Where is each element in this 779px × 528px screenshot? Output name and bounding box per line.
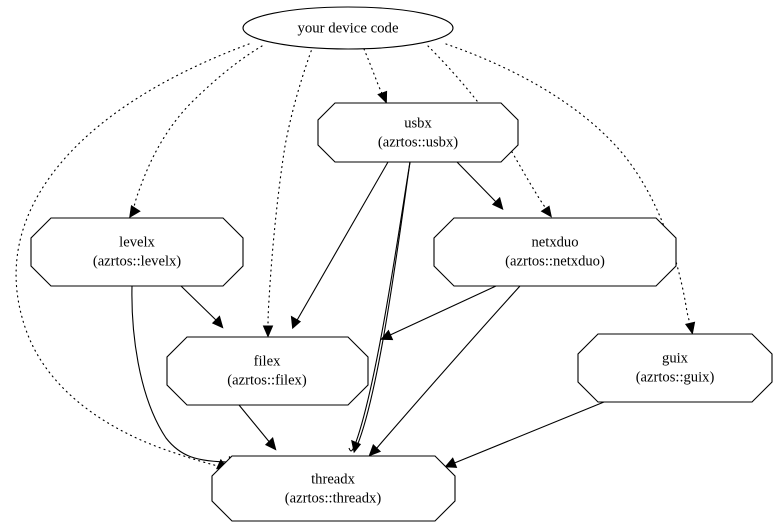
node-netxduo-label: netxduo [531,234,578,250]
edge-device-to-netxduo [427,45,552,218]
node-levelx-sublabel: (azrtos::levelx) [93,253,181,269]
node-layer: your device code usbx (azrtos::usbx) lev… [30,6,773,522]
edge-device-to-guix [445,43,696,335]
node-your-device-code-shape[interactable] [242,6,454,50]
node-filex-sublabel: (azrtos::filex) [227,372,307,388]
node-guix-sublabel: (azrtos::guix) [636,369,715,385]
node-filex-label: filex [254,353,281,369]
node-threadx-shape[interactable] [211,455,456,522]
node-netxduo[interactable]: netxduo (azrtos::netxduo) [433,217,677,287]
edge-netxduo-to-filex [380,285,497,341]
edge-usbx-to-filex [290,161,389,330]
edge-filex-to-threadx [238,404,277,451]
edge-levelx-to-filex [180,285,224,329]
node-filex-shape[interactable] [166,336,369,406]
node-usbx-sublabel: (azrtos::usbx) [378,134,458,150]
edge-device-to-filex [262,45,314,338]
node-filex[interactable]: filex (azrtos::filex) [166,336,369,406]
node-your-device-code-label: your device code [297,20,398,36]
edge-layer [15,43,696,470]
node-guix-shape[interactable] [577,333,773,403]
node-netxduo-sublabel: (azrtos::netxduo) [505,253,605,269]
edge-guix-to-threadx [444,401,605,468]
node-levelx[interactable]: levelx (azrtos::levelx) [30,217,244,287]
edge-netxduo-to-threadx [368,285,521,457]
node-levelx-label: levelx [119,234,155,250]
node-your-device-code[interactable]: your device code [242,6,454,50]
node-usbx[interactable]: usbx (azrtos::usbx) [317,102,519,163]
node-threadx-label: threadx [311,471,355,487]
edge-usbx-to-threadx [348,161,411,454]
node-guix-label: guix [662,350,689,366]
node-guix[interactable]: guix (azrtos::guix) [577,333,773,403]
node-threadx[interactable]: threadx (azrtos::threadx) [211,455,456,522]
edge-device-to-usbx [363,48,388,104]
node-netxduo-shape[interactable] [433,217,677,287]
node-usbx-shape[interactable] [317,102,519,163]
edge-usbx-to-netxduo [456,161,504,211]
node-usbx-label: usbx [404,115,432,131]
edge-device-to-levelx [129,45,263,219]
node-threadx-sublabel: (azrtos::threadx) [285,490,382,506]
node-levelx-shape[interactable] [30,217,244,287]
